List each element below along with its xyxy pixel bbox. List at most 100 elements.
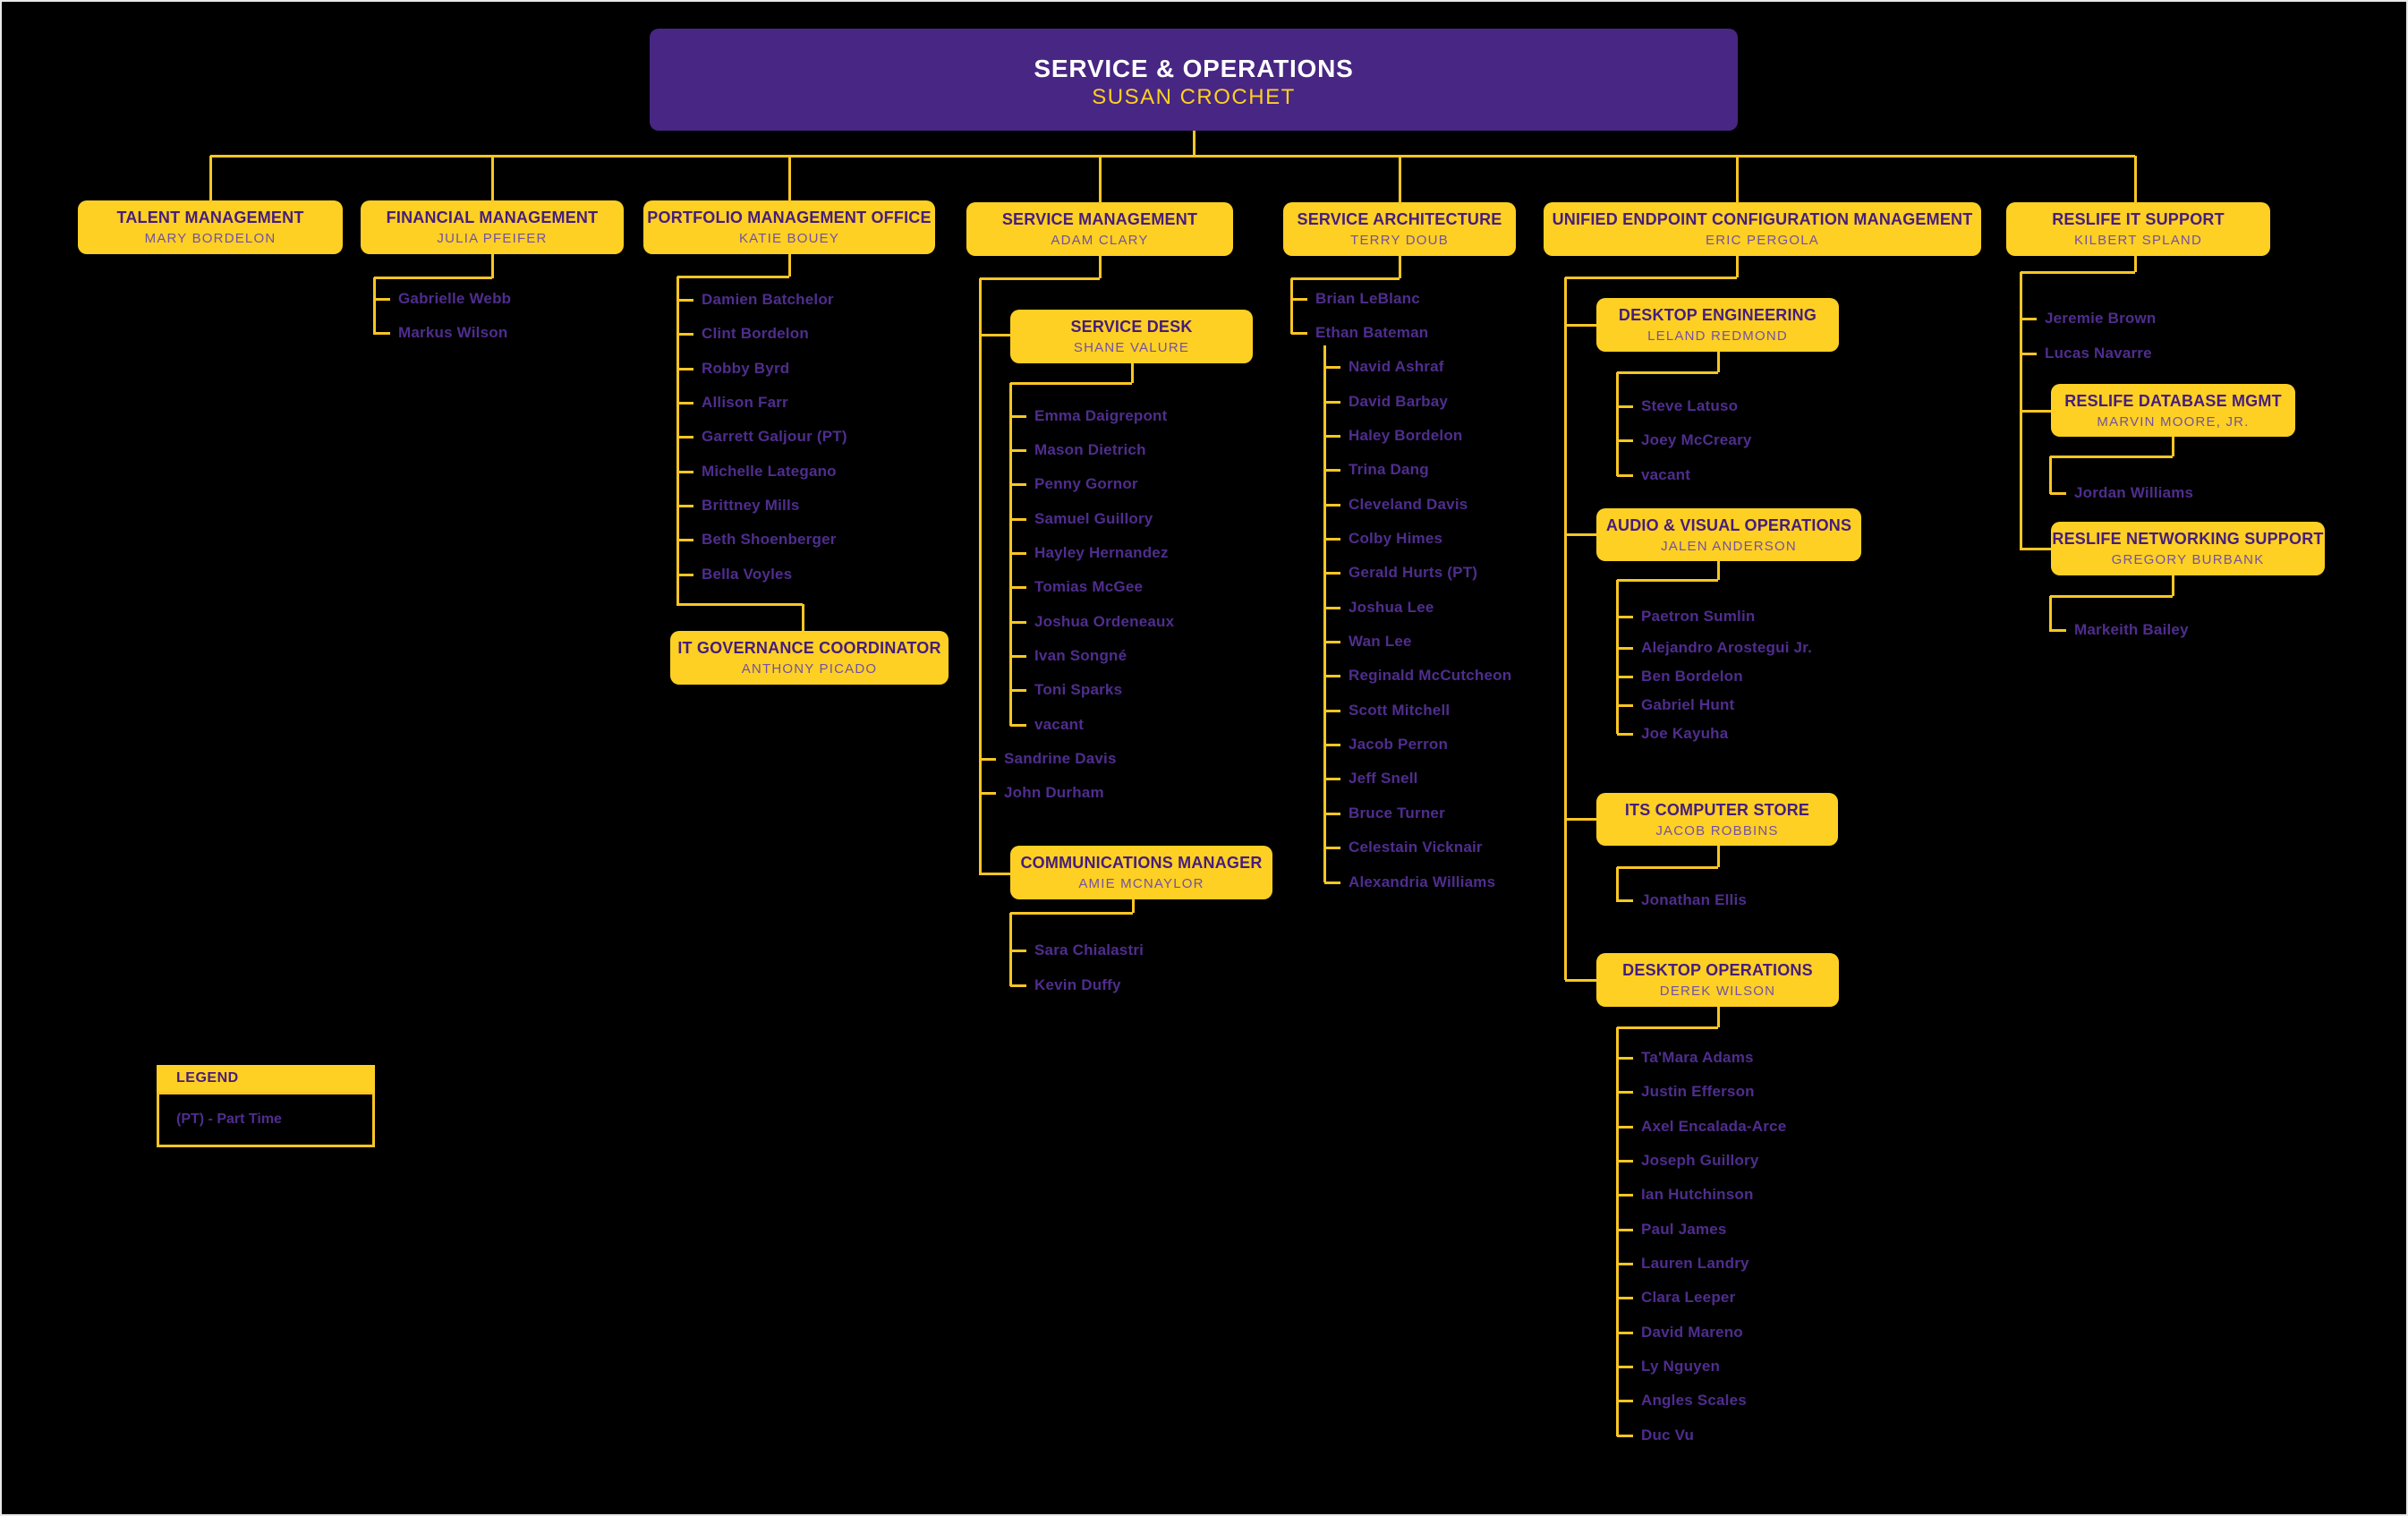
connector-line — [1192, 131, 1195, 156]
connector-line — [1010, 620, 1026, 624]
connector-line — [1131, 899, 1135, 913]
member-name: Hayley Hernandez — [1034, 544, 1169, 561]
connector-line — [1010, 911, 1133, 915]
box-name: SUSAN CROCHET — [1092, 84, 1296, 109]
dept-box-talent-management: TALENT MANAGEMENT MARY BORDELON — [78, 200, 343, 254]
connector-line — [2021, 270, 2135, 274]
box-name: SHANE VALURE — [1073, 340, 1190, 355]
member-name: Navid Ashraf — [1349, 358, 1444, 375]
connector-line — [1565, 817, 1596, 821]
member-name: Clint Bordelon — [702, 325, 809, 342]
connector-line — [677, 401, 693, 405]
member-name: Cleveland Davis — [1349, 496, 1468, 513]
connector-line — [372, 277, 376, 335]
member-name: Alejandro Arostegui Jr. — [1641, 639, 1813, 656]
dept-box-service-management: SERVICE MANAGEMENT ADAM CLARY — [966, 202, 1233, 256]
connector-line — [1010, 984, 1026, 987]
connector-line — [677, 602, 803, 606]
box-name: TERRY DOUB — [1350, 233, 1449, 248]
member-name: Sandrine Davis — [1004, 750, 1117, 767]
box-title: IT GOVERNANCE COORDINATOR — [677, 639, 941, 657]
connector-line — [1617, 899, 1633, 902]
connector-line — [980, 791, 996, 795]
box-title: SERVICE & OPERATIONS — [1034, 54, 1354, 82]
connector-line — [1565, 532, 1596, 536]
connector-line — [1716, 561, 1720, 580]
box-title: FINANCIAL MANAGEMENT — [386, 209, 599, 226]
team-box-desktop-engineering: DESKTOP ENGINEERING LELAND REDMOND — [1596, 298, 1839, 352]
box-name: JULIA PFEIFER — [437, 231, 548, 246]
connector-line — [1010, 654, 1026, 658]
connector-line — [490, 156, 494, 202]
member-name: Duc Vu — [1641, 1427, 1695, 1444]
connector-line — [1398, 156, 1401, 204]
box-name: ANTHONY PICADO — [741, 661, 878, 677]
connector-line — [1324, 777, 1340, 780]
connector-line — [1324, 743, 1340, 746]
member-name: Ethan Bateman — [1315, 324, 1429, 341]
member-name: Reginald McCutcheon — [1349, 667, 1512, 684]
dept-box-reslife-it-support: RESLIFE IT SUPPORT KILBERT SPLAND — [2006, 202, 2270, 256]
connector-line — [1615, 867, 1619, 902]
connector-line — [1010, 482, 1026, 486]
member-name: Garrett Galjour (PT) — [702, 428, 847, 445]
connector-line — [677, 332, 693, 336]
box-title: RESLIFE IT SUPPORT — [2052, 210, 2225, 228]
connector-line — [1010, 585, 1026, 589]
connector-line — [1615, 580, 1619, 734]
member-name: Markeith Bailey — [2074, 621, 2189, 638]
connector-line — [1735, 156, 1739, 204]
connector-line — [1617, 1125, 1633, 1128]
member-name: Scott Mitchell — [1349, 702, 1451, 719]
connector-line — [980, 757, 996, 761]
connector-line — [1617, 578, 1718, 582]
connector-line — [374, 331, 390, 335]
connector-line — [2133, 156, 2137, 204]
box-name: ERIC PERGOLA — [1706, 233, 1819, 248]
member-name: John Durham — [1004, 784, 1104, 801]
connector-line — [1735, 256, 1739, 277]
box-title: UNIFIED ENDPOINT CONFIGURATION MANAGEMEN… — [1552, 210, 1973, 228]
connector-line — [490, 254, 494, 278]
connector-line — [1324, 709, 1340, 712]
connector-line — [1291, 297, 1307, 301]
box-name: LELAND REDMOND — [1647, 328, 1788, 344]
connector-line — [980, 333, 1010, 336]
legend-item-part-time: (PT) - Part Time — [176, 1111, 282, 1127]
connector-line — [1615, 372, 1619, 476]
member-name: Brian LeBlanc — [1315, 290, 1420, 307]
member-name: Gerald Hurts (PT) — [1349, 564, 1478, 581]
member-name: Emma Daigrepont — [1034, 407, 1168, 424]
box-title: TALENT MANAGEMENT — [116, 209, 304, 226]
member-name: Trina Dang — [1349, 461, 1429, 478]
box-name: KATIE BOUEY — [738, 231, 840, 246]
legend-body: (PT) - Part Time — [157, 1092, 375, 1147]
connector-line — [1291, 331, 1307, 335]
connector-line — [1617, 1026, 1718, 1029]
member-name: Allison Farr — [702, 394, 788, 411]
box-name: MARVIN MOORE, JR. — [2097, 413, 2250, 430]
member-name: Lucas Navarre — [2045, 345, 2152, 362]
connector-line — [1617, 1056, 1633, 1060]
connector-line — [1617, 370, 1718, 374]
member-name: Paetron Sumlin — [1641, 608, 1756, 625]
connector-line — [980, 872, 1010, 875]
member-name: Ta'Mara Adams — [1641, 1049, 1754, 1066]
member-name: Angles Scales — [1641, 1392, 1747, 1409]
legend-title: LEGEND — [176, 1070, 239, 1086]
connector-line — [1010, 517, 1026, 521]
connector-line — [1289, 278, 1293, 334]
member-name: Brittney Mills — [702, 497, 800, 514]
connector-line — [1010, 448, 1026, 452]
box-name: DEREK WILSON — [1659, 984, 1776, 999]
member-name: Penny Gornor — [1034, 475, 1138, 492]
box-title: DESKTOP OPERATIONS — [1622, 961, 1813, 979]
team-box-it-governance-coordinator: IT GOVERNANCE COORDINATOR ANTHONY PICADO — [670, 631, 949, 685]
connector-line — [1617, 646, 1633, 650]
member-name: Wan Lee — [1349, 633, 1412, 650]
connector-line — [1565, 978, 1596, 982]
box-title: SERVICE ARCHITECTURE — [1297, 210, 1502, 228]
connector-line — [1563, 277, 1567, 980]
member-name: Axel Encalada-Arce — [1641, 1118, 1787, 1135]
connector-line — [1716, 1007, 1720, 1027]
